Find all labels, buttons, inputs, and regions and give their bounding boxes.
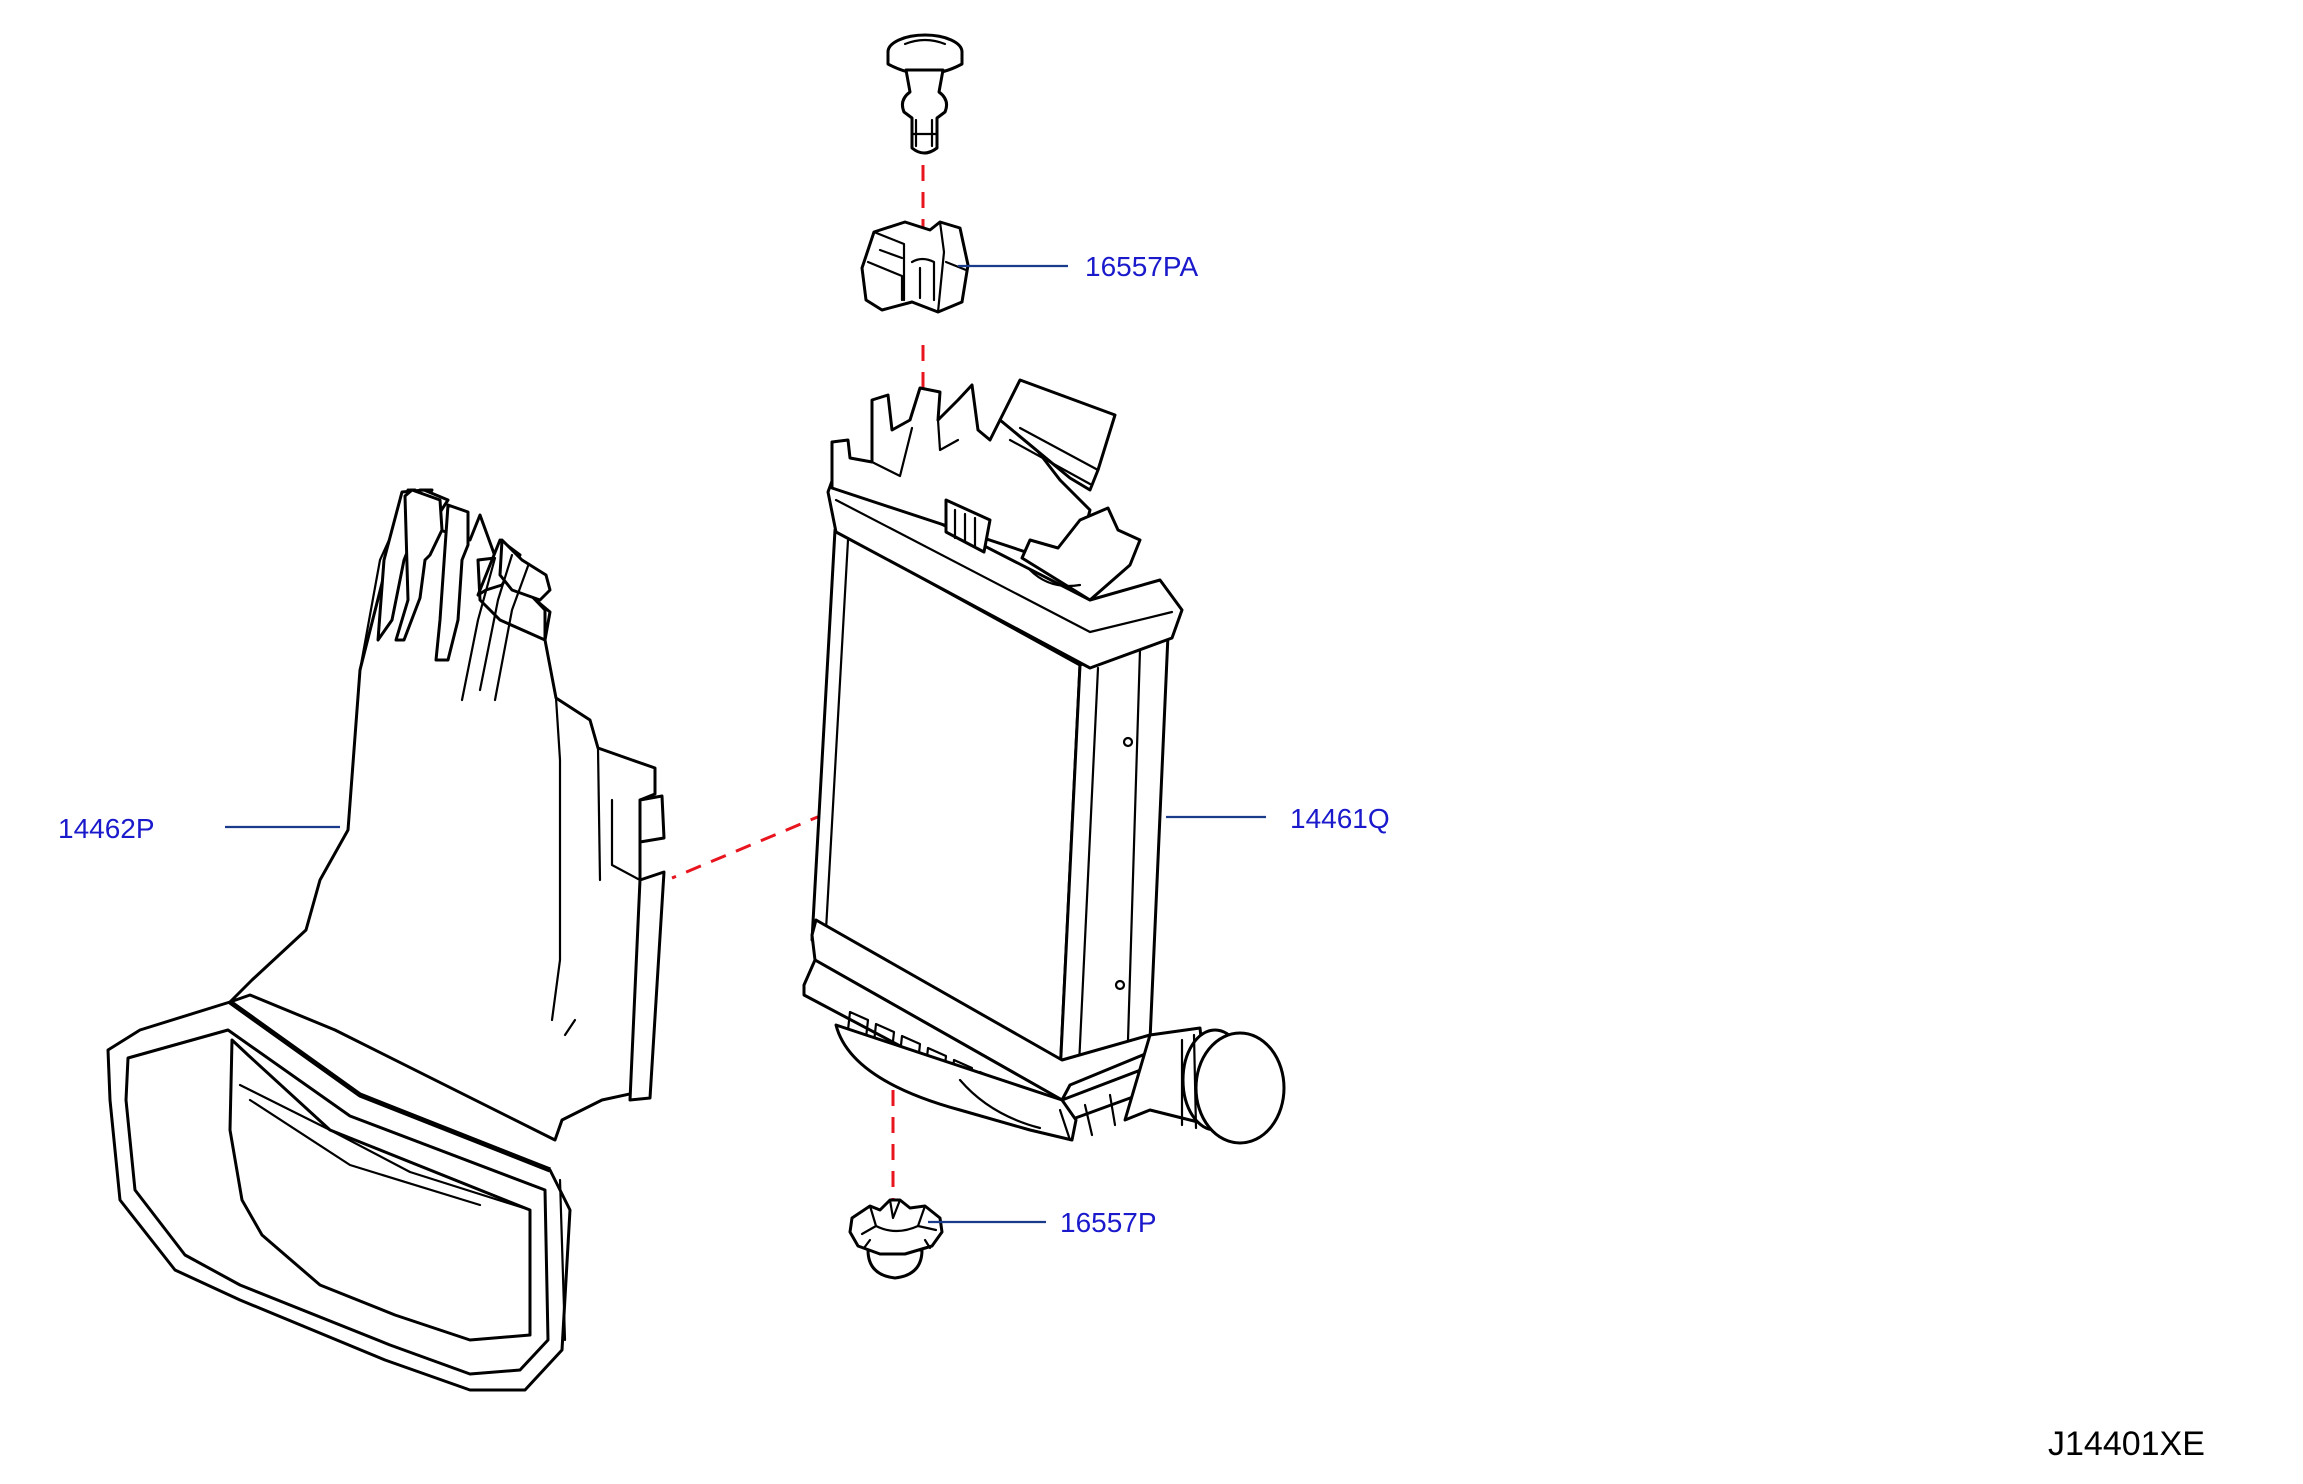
- duct-opening: [106, 999, 572, 1392]
- leader-lines: [225, 264, 1266, 1224]
- bracket-clip-upper: [860, 220, 970, 314]
- diagram-id: J14401XE: [2048, 1425, 2205, 1463]
- duct-top-fins: [376, 488, 552, 702]
- push-pin-upper: [886, 33, 964, 155]
- label-14461Q: 14461Q: [1290, 803, 1390, 834]
- label-16557PA: 16557PA: [1085, 251, 1198, 282]
- label-14462P: 14462P: [58, 813, 155, 844]
- bracket-clip-lower: [848, 1198, 944, 1280]
- intercooler-core: [802, 378, 1286, 1145]
- label-16557P: 16557P: [1060, 1207, 1157, 1238]
- outlet-pipe: [1123, 1026, 1286, 1145]
- air-duct: [106, 488, 666, 1392]
- assembly-line-duct-to-core: [671, 770, 926, 880]
